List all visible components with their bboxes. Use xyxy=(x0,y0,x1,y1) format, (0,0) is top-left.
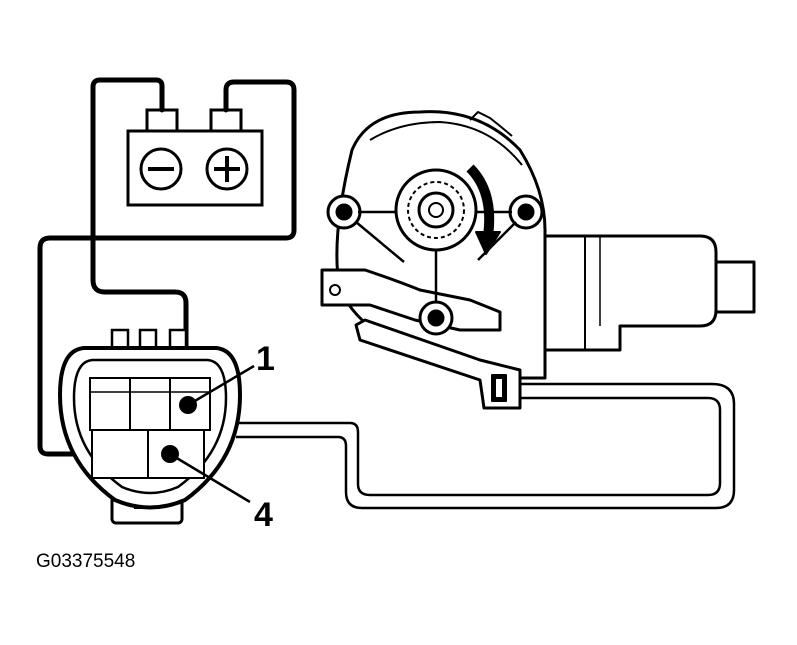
battery xyxy=(126,108,264,207)
wiper-motor xyxy=(320,110,756,410)
figure-code: G03375548 xyxy=(36,551,135,572)
jumper-wires xyxy=(37,77,297,457)
rotation-direction-arrow-icon xyxy=(466,164,501,255)
motor-harness xyxy=(236,382,736,510)
harness-connector xyxy=(57,328,243,525)
callout-leaders xyxy=(169,364,255,504)
callout-4: 4 xyxy=(254,496,273,534)
callout-1: 1 xyxy=(256,340,275,378)
battery-negative-post xyxy=(145,108,179,134)
output-shaft xyxy=(394,168,478,252)
wire-positive-to-terminal-4 xyxy=(37,79,297,457)
wire-negative-to-terminal-1 xyxy=(90,77,189,408)
motor-end-cap xyxy=(714,260,756,314)
battery-positive-post xyxy=(209,108,243,134)
